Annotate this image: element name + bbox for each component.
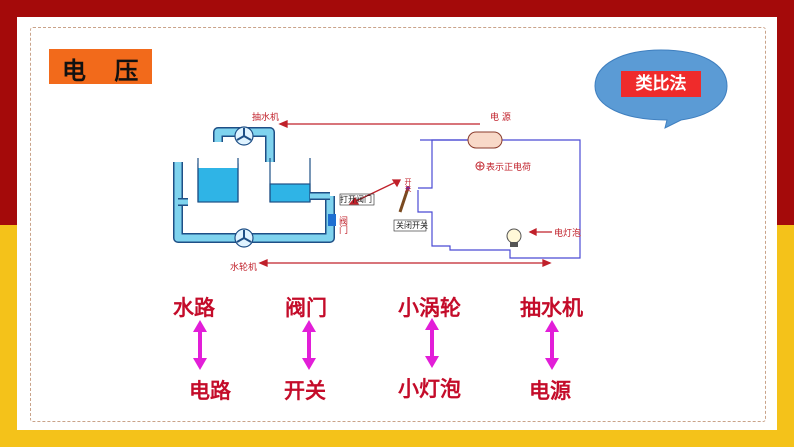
bubble-label: 类比法 [621,71,701,97]
analogy-bottom-2: 开关 [284,379,326,403]
analogy-bottom-4: 电源 [529,379,571,403]
analogy-bottom-1: 电路 [189,379,231,403]
double-arrow-icon [302,320,316,370]
power-label: 电 源 [490,111,511,123]
double-arrow-icon [545,320,559,370]
open-valve-label: 打开阀门 [340,194,372,204]
close-switch-label: 关闭开关 [396,220,428,230]
double-arrow-icon [193,320,207,370]
title-box [49,49,152,84]
valve-icon [328,214,336,226]
right-tank [269,183,311,203]
charge-label: 表示正电荷 [486,161,531,173]
analogy-bottom-3: 小灯泡 [398,377,461,401]
analogy-top-4: 抽水机 [520,296,583,320]
turbine-label: 水轮机 [230,261,257,273]
left-tank [197,163,239,203]
valve-label: 阀门 [337,216,348,235]
switch-icon [398,187,410,213]
double-arrow-icon [425,318,439,368]
analogy-top-2: 阀门 [285,296,327,320]
analogy-top-1: 水路 [173,296,215,320]
analogy-top-3: 小涡轮 [398,296,461,320]
dashed-border [30,27,766,422]
bulb-icon [506,228,522,244]
switch-label: 开关 [404,178,412,193]
bulb-label: 电灯泡 [554,227,581,239]
water-circuit-diagram: 抽水机 电 源 表示正电荷 开关 打开阀门 阀门 关闭开关 电灯泡 水轮机 [173,111,581,273]
battery-icon [467,131,503,149]
page-title: 电 压 [62,57,149,85]
pump-label: 抽水机 [252,111,279,123]
